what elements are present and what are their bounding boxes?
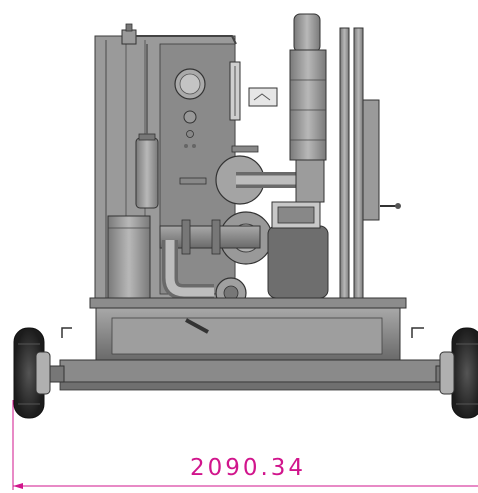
dimension-line: [12, 400, 478, 490]
filler-cap: [121, 23, 237, 45]
right-tower: [289, 13, 327, 203]
gauge-panel: [174, 61, 278, 148]
tank: [107, 215, 151, 299]
hose-reel: [339, 27, 401, 305]
right-wheel: [439, 327, 478, 419]
filter-canister: [135, 44, 159, 209]
base-frame: [39, 297, 461, 391]
left-wheel: [13, 327, 51, 419]
dimension-label: 2090.34: [189, 455, 307, 481]
